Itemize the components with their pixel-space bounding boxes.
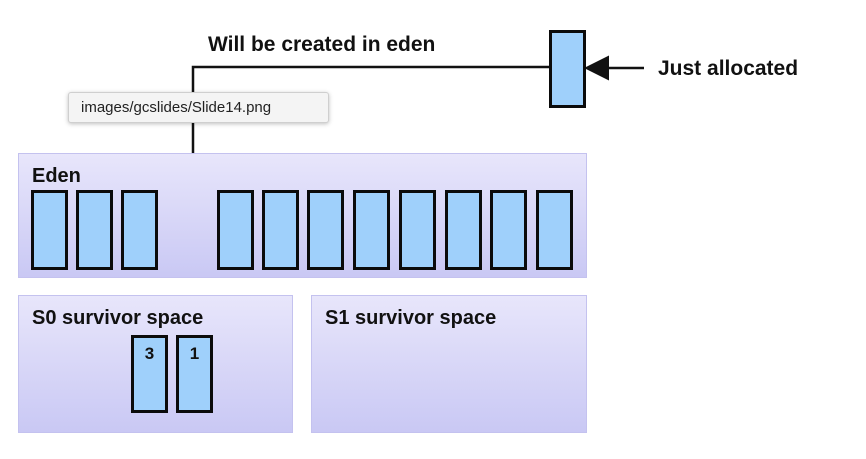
- eden-object: [262, 190, 299, 270]
- s1-survivor-region: S1 survivor space: [311, 295, 587, 433]
- eden-object: [31, 190, 68, 270]
- new-object: [549, 30, 586, 108]
- will-be-created-caption: Will be created in eden: [208, 33, 436, 56]
- object-age-label: 1: [189, 344, 200, 363]
- s0-label: S0 survivor space: [32, 307, 204, 329]
- object-age-label: 3: [144, 344, 155, 363]
- survivor-object: 3: [131, 335, 168, 413]
- eden-object: [399, 190, 436, 270]
- eden-object: [307, 190, 344, 270]
- eden-object: [217, 190, 254, 270]
- eden-object: [121, 190, 158, 270]
- eden-object: [76, 190, 113, 270]
- eden-object: [445, 190, 482, 270]
- eden-label: Eden: [32, 165, 81, 187]
- eden-object: [490, 190, 527, 270]
- s1-label: S1 survivor space: [325, 307, 497, 329]
- survivor-object: 1: [176, 335, 213, 413]
- eden-object: [536, 190, 573, 270]
- just-allocated-caption: Just allocated: [658, 57, 799, 80]
- image-path-tooltip: images/gcslides/Slide14.png: [68, 92, 329, 123]
- eden-object: [353, 190, 390, 270]
